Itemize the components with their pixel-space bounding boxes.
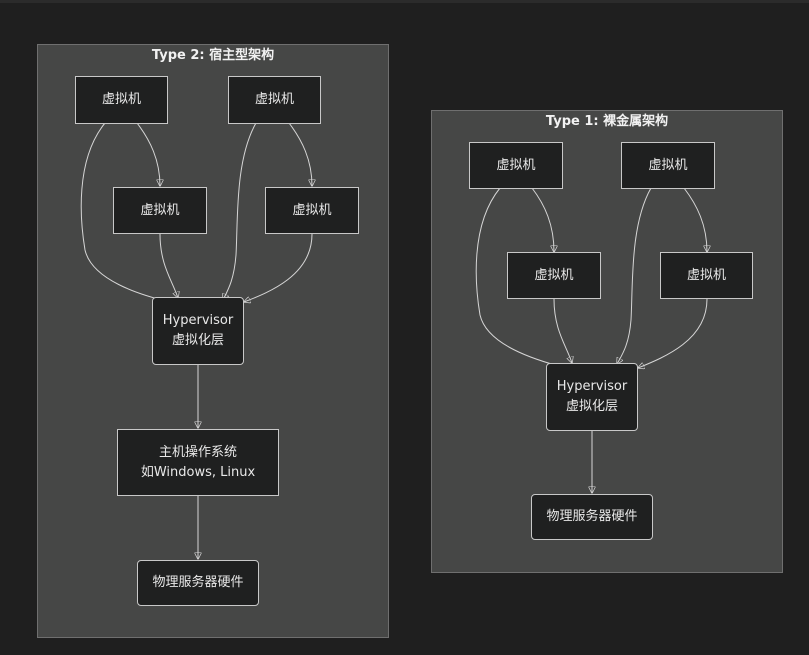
t2-vm2-node[interactable]: 虚拟机 [113, 187, 207, 234]
cluster-type2-title: Type 2: 宿主型架构 [151, 48, 275, 63]
t2-host-os-node[interactable]: 主机操作系统 如Windows, Linux [117, 429, 279, 496]
t2-hardware-node[interactable]: 物理服务器硬件 [137, 560, 259, 606]
t1-vm3-node[interactable]: 虚拟机 [621, 142, 715, 189]
t2-hypervisor-node[interactable]: Hypervisor 虚拟化层 [152, 297, 244, 365]
cluster-type1-title: Type 1: 裸金属架构 [545, 114, 669, 129]
t1-vm2-node[interactable]: 虚拟机 [507, 252, 601, 299]
t1-vm1-node[interactable]: 虚拟机 [469, 142, 563, 189]
top-bar [0, 0, 809, 3]
t1-hardware-node[interactable]: 物理服务器硬件 [531, 494, 653, 540]
t1-hypervisor-node[interactable]: Hypervisor 虚拟化层 [546, 363, 638, 431]
t2-vm3-node[interactable]: 虚拟机 [228, 76, 321, 124]
t2-vm1-node[interactable]: 虚拟机 [75, 76, 168, 124]
t1-vm4-node[interactable]: 虚拟机 [660, 252, 753, 299]
t2-vm4-node[interactable]: 虚拟机 [265, 187, 359, 234]
